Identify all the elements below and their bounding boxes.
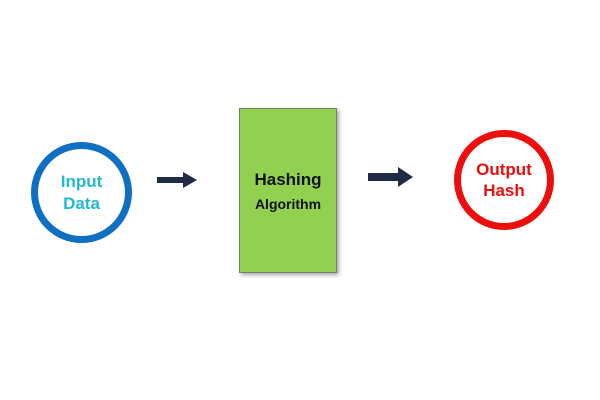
input-data-node: Input Data (31, 142, 132, 243)
arrow-right-icon (157, 172, 197, 188)
output-label-line2: Hash (483, 181, 525, 200)
input-label-line1: Input (60, 172, 103, 192)
output-hash-node: Output Hash (454, 130, 554, 230)
hashing-algorithm-box: Hashing Algorithm (239, 108, 337, 273)
input-data-label: Input Data (61, 171, 103, 214)
output-label-line1: Output (476, 159, 532, 179)
input-label-line2: Data (63, 193, 100, 213)
process-label-line2: Algorithm (254, 195, 322, 212)
process-label-line1: Hashing (254, 169, 322, 189)
output-hash-label: Output Hash (476, 159, 532, 202)
arrow-right-icon (368, 167, 413, 187)
